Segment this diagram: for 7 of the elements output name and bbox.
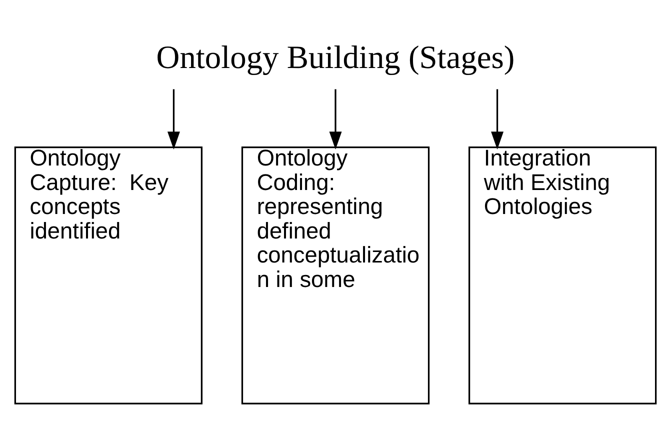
- node-box: Integration with Existing Ontologies: [468, 146, 657, 404]
- node-box: Ontology Capture: Key concepts identified: [14, 146, 202, 404]
- arrow: [167, 89, 180, 150]
- node-text: Ontology Building (Stages): [156, 40, 515, 76]
- arrow: [491, 89, 504, 150]
- arrow: [329, 89, 342, 150]
- node-box: Ontology Coding: representing defined conceptualizatio n in some: [241, 146, 430, 404]
